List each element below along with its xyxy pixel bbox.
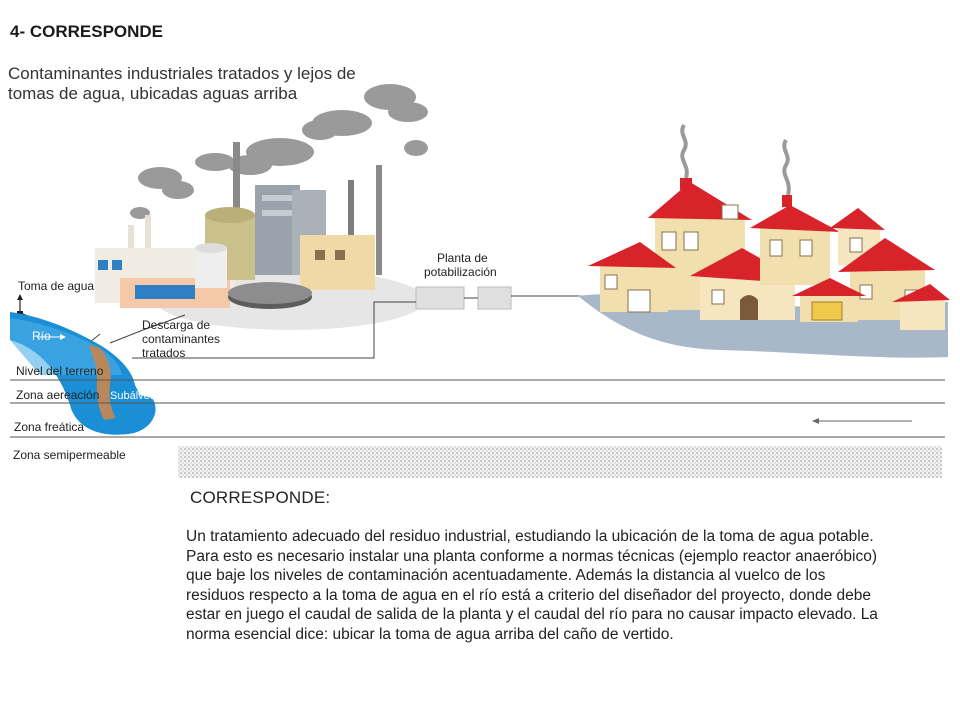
- label-zona-semipermeable: Zona semipermeable: [13, 448, 126, 462]
- ground-layers: [10, 379, 945, 438]
- label-zona-freatica: Zona freática: [14, 420, 85, 434]
- label-rio: Río: [32, 329, 51, 343]
- label-nivel-terreno: Nivel del terreno: [16, 364, 104, 378]
- page-subtitle: Contaminantes industriales tratados y le…: [8, 64, 356, 103]
- factory: [95, 142, 382, 309]
- label-planta-line2: potabilización: [424, 265, 497, 279]
- label-descarga-line1: Descarga de: [142, 318, 211, 332]
- label-subalveo: Subálveo: [110, 390, 156, 402]
- page-title: 4- CORRESPONDE: [10, 22, 164, 41]
- potabilization-plant: [415, 286, 512, 310]
- semipermeable-layer: [178, 446, 942, 478]
- label-descarga-line3: tratados: [142, 346, 186, 360]
- answer-heading: CORRESPONDE:: [190, 488, 331, 507]
- river: [10, 312, 156, 435]
- label-descarga-line2: contaminantes: [142, 332, 221, 346]
- label-planta-line1: Planta de: [437, 251, 488, 265]
- houses: [588, 123, 950, 330]
- label-toma-de-agua: Toma de agua: [18, 279, 95, 293]
- pipes: [79, 295, 590, 359]
- answer-body: Un tratamiento adecuado del residuo indu…: [186, 528, 878, 643]
- groundwater-flow-arrow: [812, 418, 912, 424]
- label-zona-aeracion: Zona aereación: [16, 388, 100, 402]
